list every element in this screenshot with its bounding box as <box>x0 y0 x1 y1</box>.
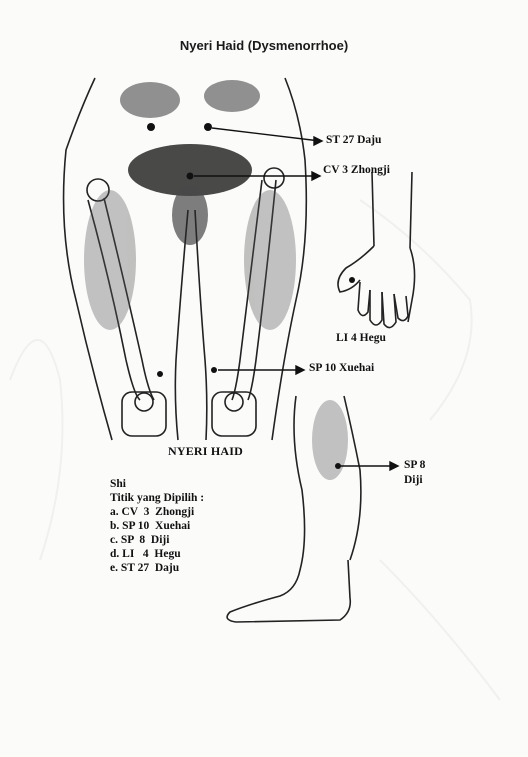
pelvis-shading <box>120 80 260 245</box>
point-dot-li4 <box>349 277 355 283</box>
diagnosis: Shi <box>110 477 204 491</box>
point-dot-cv3 <box>187 173 194 180</box>
label-li4: LI 4 Hegu <box>336 332 386 344</box>
list-item: a. CV 3 Zhongji <box>110 505 204 519</box>
point-dot-st27-left <box>147 123 155 131</box>
label-sp10: SP 10 Xuehai <box>309 362 374 374</box>
point-dot-sp10-right <box>211 367 217 373</box>
list-item: c. SP 8 Diji <box>110 533 204 547</box>
point-dot-st27-right <box>204 123 212 131</box>
label-cv3: CV 3 Zhongji <box>323 164 390 176</box>
point-dot-sp10-left <box>157 371 163 377</box>
label-sp8-name: Diji <box>404 474 423 486</box>
list-item: d. LI 4 Hegu <box>110 547 204 561</box>
hand-figure <box>338 172 415 328</box>
label-st27: ST 27 Daju <box>326 134 381 146</box>
label-sp8-code: SP 8 <box>404 459 425 471</box>
page-title: Nyeri Haid (Dysmenorrhoe) <box>0 38 528 53</box>
figure-caption: NYERI HAID <box>168 444 243 459</box>
point-list: Shi Titik yang Dipilih : a. CV 3 Zhongji… <box>110 477 204 575</box>
points-heading: Titik yang Dipilih : <box>110 491 204 505</box>
list-item: b. SP 10 Xuehai <box>110 519 204 533</box>
list-item: e. ST 27 Daju <box>110 561 204 575</box>
